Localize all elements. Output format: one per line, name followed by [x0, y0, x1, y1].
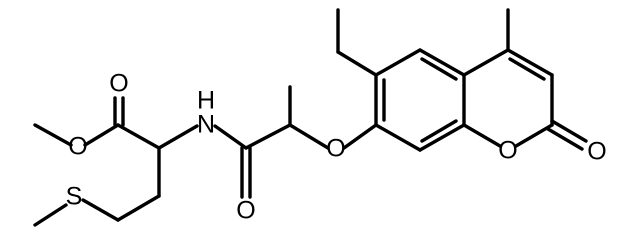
- bond-ch-ether-o: [288, 123, 330, 150]
- bond-ring-c5-c4a-inner: [420, 57, 458, 81]
- bond-c4a-c4: [462, 48, 510, 77]
- bond-ether-o-aryl-c: [342, 123, 378, 150]
- atom-n-amide: N: [197, 111, 215, 139]
- bond-c2-lactone-o-a: [550, 119, 588, 143]
- bond-c4-c3: [506, 48, 554, 77]
- bond-gamma-c-s: [81, 198, 120, 222]
- bond-ring-c5-c4a: [418, 48, 466, 77]
- bond-amide-c-ch: [244, 123, 292, 150]
- bond-c6-ethyl-ch2: [336, 50, 378, 77]
- atom-s-thioether: S: [66, 183, 83, 211]
- atom-o-lactone: O: [587, 138, 606, 166]
- bond-ring-c8a-c8-inner: [420, 119, 458, 143]
- bond-ring-c8a-c8: [418, 123, 466, 152]
- atom-o-ester-carbonyl: O: [109, 70, 128, 98]
- bond-beta-c-gamma-c: [116, 194, 161, 222]
- bond-nh-amide-c: [213, 124, 248, 150]
- atom-o-amide: O: [236, 197, 255, 225]
- bond-alpha-c-nh: [157, 124, 199, 150]
- bond-ring-o-c8a: [462, 123, 502, 148]
- atom-o-ring: O: [498, 137, 517, 165]
- bond-c2-ring-o: [514, 123, 554, 148]
- bond-carbonyl-c-alpha-c: [116, 123, 161, 150]
- bond-c2-lactone-o-b: [546, 127, 584, 151]
- bond-ring-c8-c7: [374, 123, 422, 152]
- atom-o-ether: O: [326, 135, 345, 163]
- bond-ester-o-carbonyl-c: [83, 123, 120, 147]
- atom-h-amide: H: [197, 87, 215, 115]
- bond-ring-c6-c5: [374, 48, 422, 77]
- bond-s-methyl: [33, 203, 68, 227]
- bond-c4-c3-inner: [508, 57, 546, 81]
- atom-o-ester-single: O: [68, 133, 87, 161]
- bond-methyl-ester-o: [33, 123, 73, 147]
